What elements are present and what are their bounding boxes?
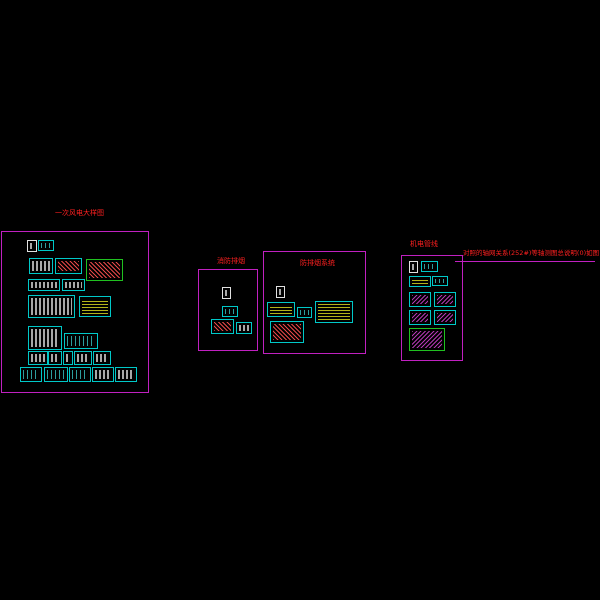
group-title-smoke-system: 防排烟系统 [300,259,335,267]
sheet-thumbnail[interactable] [434,310,456,325]
sheet-thumbnail[interactable] [69,367,91,382]
sheet-thumbnail[interactable] [44,367,68,382]
sheet-thumbnail[interactable] [48,351,62,365]
drawing-frame-3[interactable] [263,251,366,354]
sheet-thumbnail[interactable] [270,321,304,343]
annotation-note: 对照的轴网关系(252#)等轴测图总说明(0)如图 [463,249,600,257]
sheet-thumbnail[interactable] [315,301,353,323]
sheet-thumbnail[interactable] [55,258,82,274]
sheet-thumbnail[interactable] [267,302,295,317]
group-title-ventilation: 一次风电大样图 [55,209,104,217]
sheet-thumbnail[interactable] [409,328,445,351]
sheet-thumbnail[interactable] [434,292,456,307]
sheet-thumbnail[interactable] [115,367,137,382]
sheet-thumbnail[interactable] [28,326,62,350]
sheet-thumbnail[interactable] [62,279,85,291]
group-title-mep: 机电管线 [410,240,438,248]
sheet-thumbnail[interactable] [86,259,123,281]
sheet-thumbnail[interactable] [29,258,53,274]
sheet-thumbnail[interactable] [27,240,37,252]
sheet-thumbnail[interactable] [93,351,111,365]
sheet-thumbnail[interactable] [92,367,114,382]
sheet-thumbnail[interactable] [74,351,92,365]
annotation-leader-line [455,261,595,262]
sheet-thumbnail[interactable] [276,286,285,298]
sheet-thumbnail[interactable] [28,295,75,318]
sheet-thumbnail[interactable] [38,240,54,251]
sheet-thumbnail[interactable] [409,292,431,307]
sheet-thumbnail[interactable] [297,307,312,318]
drawing-frame-1[interactable] [1,231,149,393]
group-title-fire-exhaust: 消防排烟 [217,257,245,265]
sheet-thumbnail[interactable] [79,296,111,317]
sheet-thumbnail[interactable] [409,310,431,325]
sheet-thumbnail[interactable] [421,261,438,272]
sheet-thumbnail[interactable] [222,306,238,317]
sheet-thumbnail[interactable] [409,261,418,273]
sheet-thumbnail[interactable] [211,319,234,334]
drawing-frame-4[interactable] [401,255,463,361]
sheet-thumbnail[interactable] [409,276,431,287]
drawing-frame-2[interactable] [198,269,258,351]
sheet-thumbnail[interactable] [28,279,60,291]
sheet-thumbnail[interactable] [236,322,252,334]
sheet-thumbnail[interactable] [64,333,98,349]
sheet-thumbnail[interactable] [432,276,448,286]
sheet-thumbnail[interactable] [222,287,231,299]
sheet-thumbnail[interactable] [63,351,73,365]
sheet-thumbnail[interactable] [28,351,48,365]
sheet-thumbnail[interactable] [20,367,42,382]
